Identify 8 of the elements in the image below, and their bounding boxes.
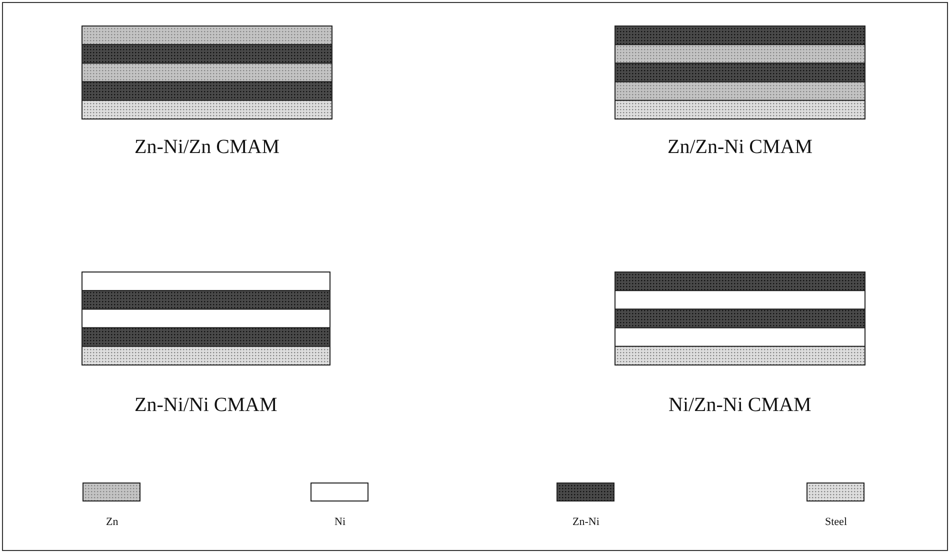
structure-caption: Ni/Zn-Ni CMAM [668,394,812,417]
legend-label: Zn-Ni [572,516,600,528]
structure-caption: Zn/Zn-Ni CMAM [668,136,812,159]
legend-label: Steel [825,516,847,528]
legend-label: Ni [334,516,346,528]
structure-caption: Zn-Ni/Zn CMAM [134,136,280,159]
legend-label: Zn [106,516,118,528]
structure-caption: Zn-Ni/Ni CMAM [134,394,278,417]
